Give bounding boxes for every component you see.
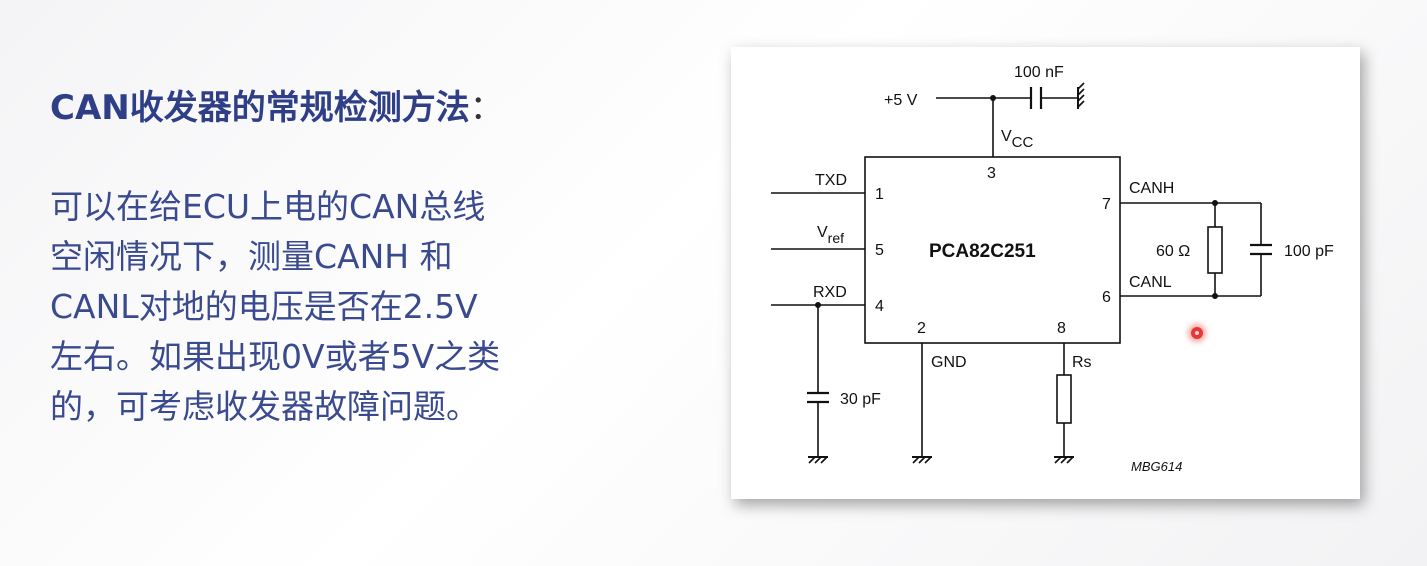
- termination-resistor-label: 60 Ω: [1156, 243, 1190, 260]
- pin-5: 5: [875, 242, 884, 259]
- pin-6: 6: [1102, 289, 1111, 306]
- body-line-1: 可以在给ECU上电的CAN总线: [50, 187, 486, 226]
- chip-name: PCA82C251: [929, 241, 1036, 262]
- laser-pointer-dot: [1191, 327, 1203, 339]
- circuit-figure: +5 V 100 nF VCC 3 TXD 1 Vref 5 PCA82C251…: [731, 47, 1360, 499]
- pin-7: 7: [1102, 196, 1111, 213]
- rxd-label: RXD: [813, 284, 847, 301]
- pin-4: 4: [875, 298, 884, 315]
- txd-label: TXD: [815, 172, 847, 189]
- junction-vcc: [990, 95, 996, 101]
- body-line-4: 左右。如果出现0V或者5V之类: [50, 337, 501, 376]
- pin-1: 1: [875, 186, 884, 203]
- junction-canl: [1212, 293, 1218, 299]
- junction-rxd: [815, 302, 821, 308]
- cap-30pf-label: 30 pF: [840, 391, 881, 408]
- canh-label: CANH: [1129, 180, 1174, 197]
- termination-resistor: [1207, 226, 1223, 274]
- vcc-sub: CC: [1012, 134, 1034, 151]
- vref-main: V: [817, 224, 828, 241]
- pin-8: 8: [1057, 320, 1066, 337]
- canl-label: CANL: [1129, 274, 1172, 291]
- rs-resistor: [1056, 374, 1072, 424]
- pin-3: 3: [987, 165, 996, 182]
- pin-2: 2: [917, 320, 926, 337]
- supply-label: +5 V: [884, 92, 918, 109]
- slide-body: 可以在给ECU上电的CAN总线 空闲情况下，测量CANH 和 CANL对地的电压…: [50, 182, 630, 432]
- cap-100pf-label: 100 pF: [1284, 243, 1334, 260]
- slide-title-text: CAN收发器的常规检测方法: [50, 88, 470, 128]
- figure-code: MBG614: [1131, 459, 1182, 474]
- gnd-label: GND: [931, 354, 967, 371]
- vref-sub: ref: [828, 230, 844, 246]
- rs-label: Rs: [1072, 354, 1092, 371]
- slide-title-colon: ：: [469, 88, 504, 128]
- junction-canh: [1212, 200, 1218, 206]
- body-line-3: CANL对地的电压是否在2.5V: [50, 287, 478, 326]
- body-line-5: 的，可考虑收发器故障问题。: [50, 387, 479, 426]
- vcc-main: V: [1001, 128, 1012, 145]
- circuit-diagram: +5 V 100 nF VCC 3 TXD 1 Vref 5 PCA82C251…: [771, 64, 1334, 474]
- cap-100nf-label: 100 nF: [1014, 64, 1064, 81]
- slide-title: CAN收发器的常规检测方法：: [50, 80, 504, 129]
- vcc-label: VCC: [1001, 128, 1034, 151]
- vref-label: Vref: [817, 224, 844, 246]
- body-line-2: 空闲情况下，测量CANH 和: [50, 237, 453, 276]
